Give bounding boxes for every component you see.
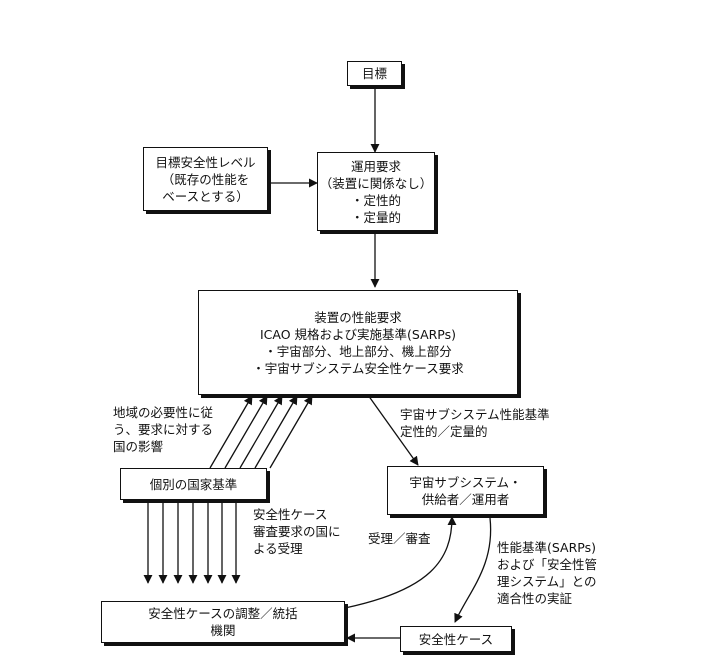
label-line: 国の影響 <box>113 439 164 454</box>
node-text-line: ・宇宙サブシステム安全性ケース要求 <box>252 360 464 376</box>
node-text-line: 運用要求 <box>350 158 401 174</box>
node-text-line: 安全性ケースの調整／統括 <box>148 606 298 621</box>
node-goal: 目標 <box>347 61 402 86</box>
arrow-coordination-to-space <box>344 516 457 609</box>
label-regional-needs: 地域の必要性に従 う、要求に対する 国の影響 <box>113 404 213 455</box>
node-coordination-body: 安全性ケースの調整／統括 機関 <box>101 601 345 643</box>
node-national-standards: 個別の国家基準 <box>120 468 267 500</box>
label-line: 受理／審査 <box>368 531 431 546</box>
node-text-line: 宇宙サブシステム・ <box>409 474 522 490</box>
node-safety-case: 安全性ケース <box>400 626 512 652</box>
node-equipment-performance: 装置の性能要求 ICAO 規格および実施基準(SARPs) ・宇宙部分、地上部分… <box>198 290 518 395</box>
label-national-acceptance: 安全性ケース 審査要求の国に よる受理 <box>253 506 341 557</box>
node-text-line: ベースとする） <box>162 188 249 204</box>
node-text-line: ICAO 規格および実施基準(SARPs) <box>259 326 457 342</box>
label-line: 適合性の実証 <box>497 591 573 606</box>
label-compliance-demonstration: 性能基準(SARPs) および「安全性管 理システム」との 適合性の実証 <box>497 539 597 607</box>
label-line: 理システム」との <box>497 574 597 589</box>
label-line: う、要求に対する <box>113 422 214 437</box>
node-text-line: 機関 <box>210 623 236 638</box>
arrow-equip-to-space <box>367 394 419 466</box>
label-line: 地域の必要性に従 <box>113 405 214 420</box>
label-line: 性能基準(SARPs) <box>497 540 596 555</box>
label-line: 宇宙サブシステム性能基準 <box>400 407 550 422</box>
node-target-safety-level: 目標安全性レベル （既存の性能を ベースとする） <box>143 147 268 211</box>
national-influence-arrows <box>209 395 313 469</box>
node-text-line: ・宇宙部分、地上部分、機上部分 <box>264 343 452 359</box>
node-space-provider: 宇宙サブシステム・ 供給者／運用者 <box>387 466 544 515</box>
label-line: 審査要求の国に <box>253 524 341 539</box>
label-line: 定性的／定量的 <box>400 424 488 439</box>
node-goal-text: 目標 <box>361 66 387 81</box>
node-text-line: （装置に関係なし） <box>319 175 433 191</box>
node-text-line: （既存の性能を <box>161 171 250 187</box>
label-acceptance-review: 受理／審査 <box>368 530 431 547</box>
label-line: よる受理 <box>253 541 303 556</box>
node-text-line: 個別の国家基準 <box>149 476 238 492</box>
label-line: および「安全性管 <box>497 557 598 572</box>
node-text-line: ・定量的 <box>350 209 401 225</box>
label-space-performance-standard: 宇宙サブシステム性能基準 定性的／定量的 <box>400 406 550 440</box>
node-text-line: 装置の性能要求 <box>314 309 402 325</box>
node-text-line: 供給者／運用者 <box>421 491 510 507</box>
national-to-coordination-arrows <box>143 501 241 584</box>
label-line: 安全性ケース <box>253 507 328 522</box>
node-text-line: ・定性的 <box>350 192 401 208</box>
node-text-line: 安全性ケース <box>418 631 494 647</box>
arrow-space-to-safetycase <box>454 517 492 623</box>
node-text-line: 目標安全性レベル <box>155 154 256 170</box>
node-operational-requirements: 運用要求 （装置に関係なし） ・定性的 ・定量的 <box>317 152 435 231</box>
